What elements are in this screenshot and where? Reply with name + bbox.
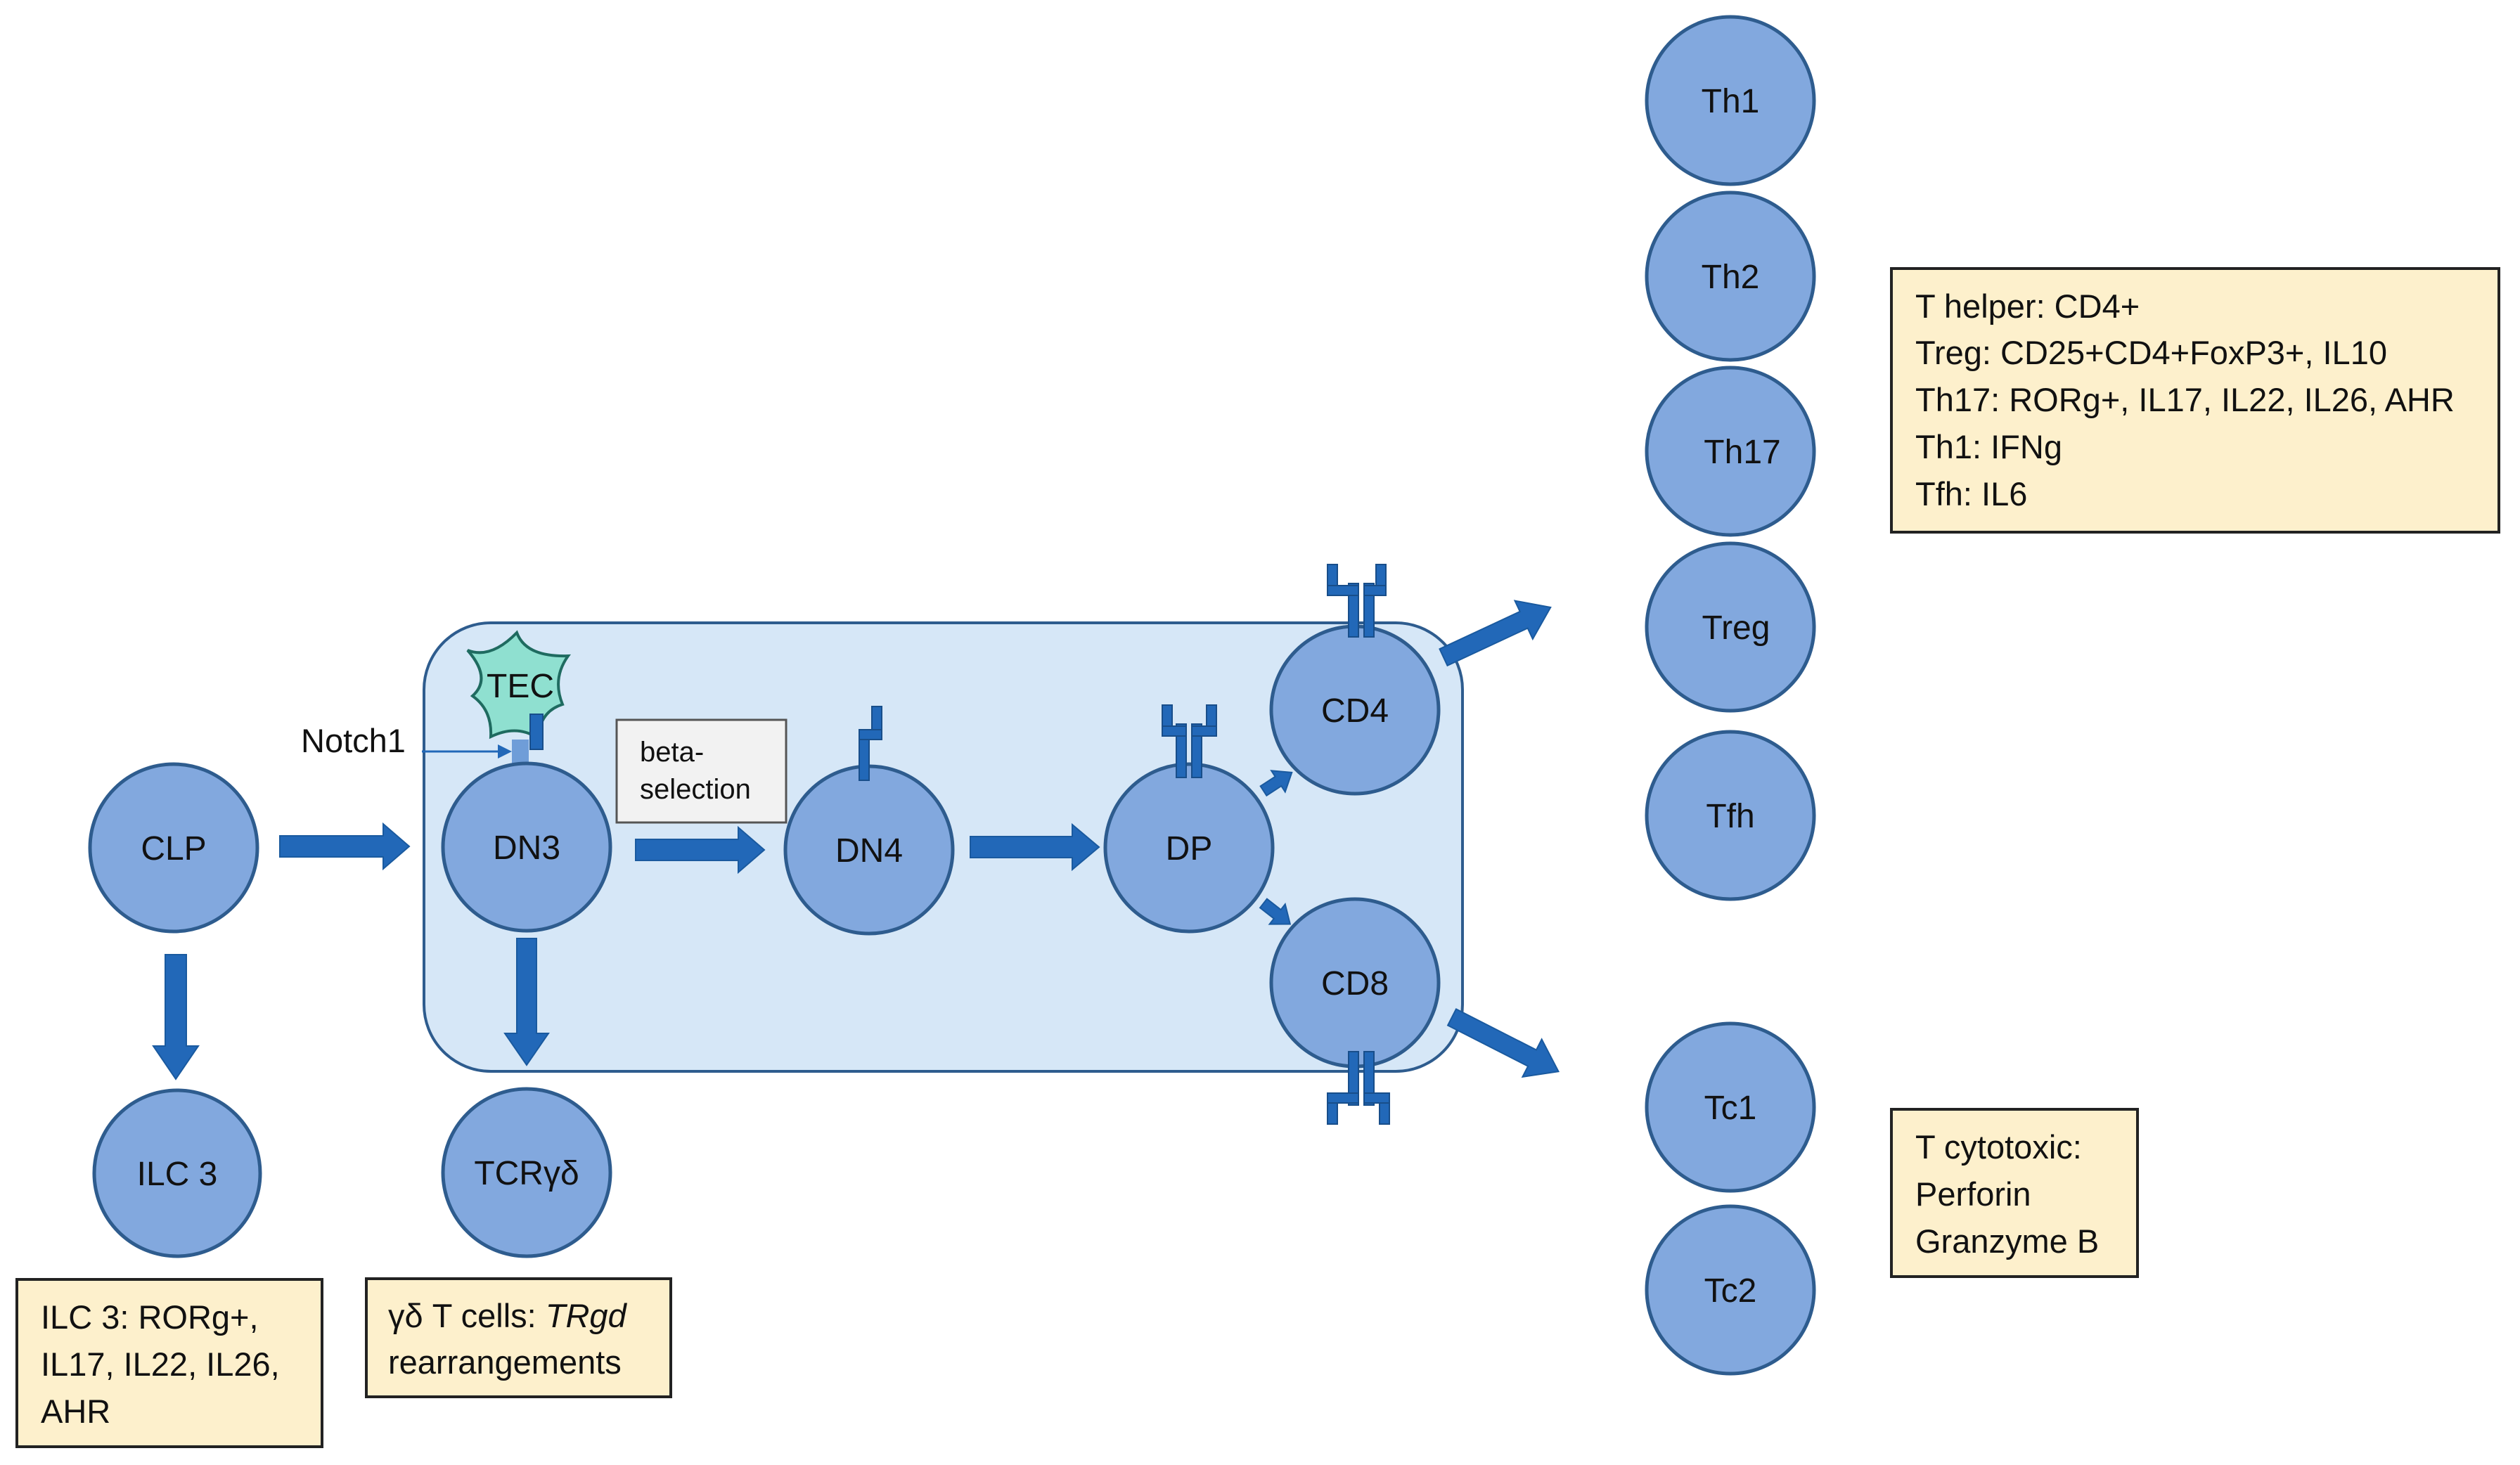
cell-tc1: Tc1	[1645, 1021, 1816, 1193]
tec-cell: TEC	[466, 630, 571, 741]
tec-shape	[466, 630, 571, 741]
t-cytotoxic-box: T cytotoxic: Perforin Granzyme B	[1890, 1108, 2139, 1278]
t-cytotoxic-line-2: Perforin	[1915, 1175, 2031, 1213]
t-helper-line-4: Th1: IFNg	[1915, 428, 2062, 465]
dn4-pre-tcr	[859, 706, 882, 781]
t-helper-line-1: T helper: CD4+	[1915, 288, 2140, 325]
cell-treg: Treg	[1645, 541, 1816, 713]
notch1-arrowhead	[498, 744, 512, 759]
cell-th2-label: Th2	[1702, 259, 1760, 296]
arrow-dp-to-cd8	[1259, 898, 1292, 925]
arrow-dn3-to-tcrgd	[503, 938, 550, 1066]
cell-th1: Th1	[1645, 15, 1816, 186]
t-cytotoxic-line-3: Granzyme B	[1915, 1222, 2099, 1260]
t-cytotoxic-line-1: T cytotoxic:	[1915, 1128, 2082, 1166]
gamma-delta-gene: TRgd	[546, 1297, 628, 1334]
gamma-delta-line-2: rearrangements	[388, 1343, 622, 1381]
cell-tc2: Tc2	[1645, 1204, 1816, 1376]
cell-dp-label: DP	[1166, 830, 1213, 867]
cell-clp: CLP	[88, 762, 259, 934]
cell-cd8: CD8	[1269, 897, 1441, 1069]
arrow-dn4-to-dp	[970, 822, 1100, 872]
notch1-label: Notch1	[301, 722, 406, 759]
cell-tcrgd-label: TCRγδ	[474, 1155, 579, 1192]
t-helper-line-3: Th17: RORg+, IL17, IL22, IL26, AHR	[1915, 381, 2455, 418]
cd4-receptors	[1327, 564, 1387, 638]
cd8-receptors	[1327, 1051, 1390, 1125]
cell-th17-label: Th17	[1704, 434, 1780, 471]
t-helper-line-2: Treg: CD25+CD4+FoxP3+, IL10	[1915, 334, 2387, 371]
cell-th17: Th17	[1645, 366, 1816, 537]
arrow-cd8-to-tc-subsets	[1446, 1008, 1560, 1078]
tec-label: TEC	[487, 668, 554, 705]
cell-treg-label: Treg	[1702, 609, 1770, 647]
cells: CLP ILC 3 DN3 TCRγδ DN4 DP CD4 CD8	[88, 15, 1816, 1376]
cell-dp: DP	[1103, 762, 1275, 934]
beta-selection-line-1: beta-	[640, 737, 704, 768]
cell-clp-label: CLP	[141, 830, 206, 867]
ilc3-line-1: ILC 3: RORg+,	[41, 1298, 259, 1336]
beta-selection-box: beta- selection	[615, 718, 788, 824]
cell-dn4: DN4	[783, 764, 955, 936]
cell-cd4-label: CD4	[1321, 692, 1389, 730]
beta-selection-line-2: selection	[640, 774, 751, 805]
t-helper-box: T helper: CD4+ Treg: CD25+CD4+FoxP3+, IL…	[1890, 267, 2500, 534]
arrow-clp-to-dn3	[279, 822, 411, 871]
gamma-delta-line-1: γδ T cells: TRgd	[388, 1297, 628, 1334]
ilc3-line-2: IL17, IL22, IL26,	[41, 1345, 280, 1383]
cell-tfh-label: Tfh	[1706, 798, 1754, 835]
cell-th2: Th2	[1645, 191, 1816, 362]
arrows	[152, 600, 1560, 1080]
arrow-dp-to-cd4	[1259, 770, 1293, 797]
ilc3-box: ILC 3: RORg+, IL17, IL22, IL26, AHR	[15, 1278, 323, 1448]
t-helper-line-5: Tfh: IL6	[1915, 475, 2027, 512]
cell-tfh: Tfh	[1645, 730, 1816, 901]
cell-cd8-label: CD8	[1321, 965, 1389, 1002]
arrow-cd4-to-th-subsets	[1439, 600, 1552, 667]
cell-ilc3: ILC 3	[92, 1088, 262, 1258]
arrow-dn3-to-dn4	[635, 825, 766, 875]
cell-ilc3-label: ILC 3	[137, 1156, 218, 1193]
arrow-clp-to-ilc3	[152, 954, 200, 1080]
cell-dn3: DN3	[441, 761, 612, 933]
cell-tc2-label: Tc2	[1704, 1272, 1757, 1310]
cell-cd4: CD4	[1269, 624, 1441, 796]
gamma-delta-box: γδ T cells: TRgd rearrangements	[365, 1277, 672, 1398]
cell-dn4-label: DN4	[835, 832, 903, 870]
cell-tcrgd: TCRγδ	[441, 1087, 612, 1258]
cell-th1-label: Th1	[1702, 83, 1760, 120]
gamma-delta-prefix: γδ T cells:	[388, 1297, 546, 1334]
ilc3-line-3: AHR	[41, 1393, 110, 1430]
cell-tc1-label: Tc1	[1704, 1090, 1757, 1127]
dn3-pre-tcr-stem	[529, 714, 544, 750]
cell-dn3-label: DN3	[493, 830, 560, 867]
dp-receptors	[1162, 704, 1217, 778]
